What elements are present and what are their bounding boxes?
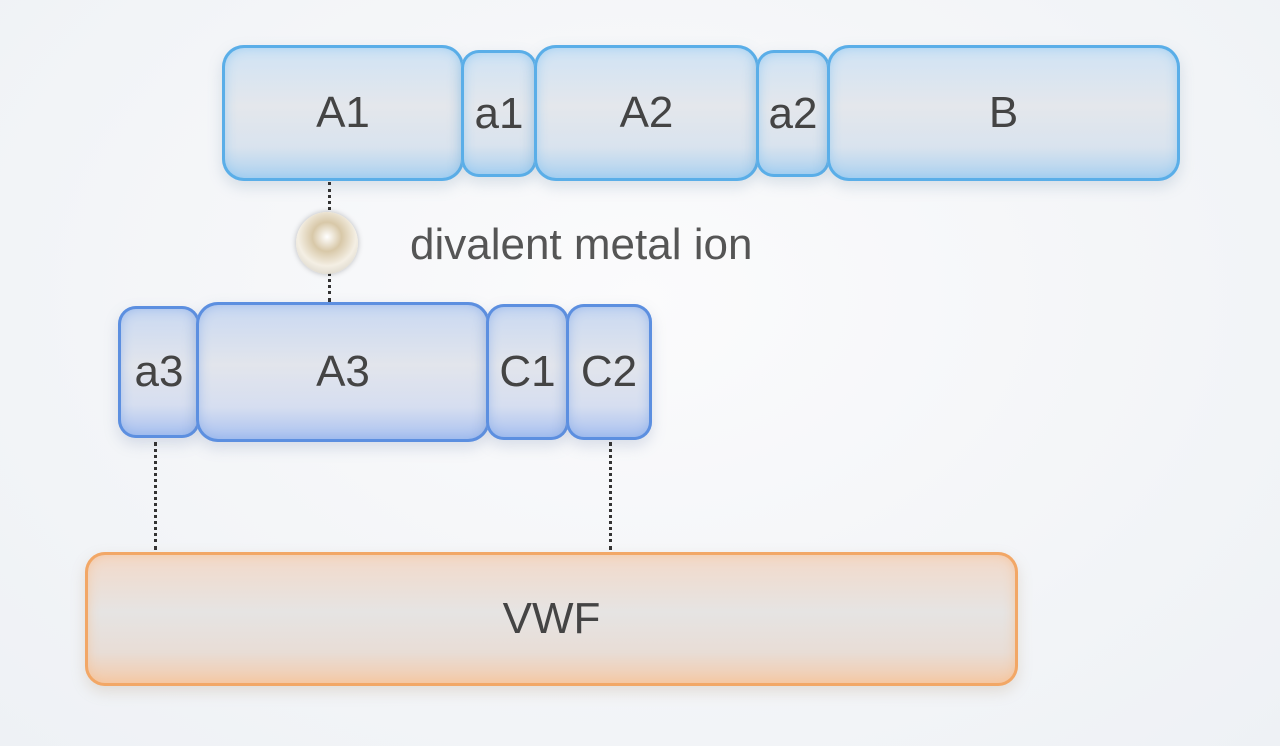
dotted-connector	[328, 182, 331, 216]
domain-C1: C1	[486, 304, 569, 440]
domain-C2: C2	[566, 304, 652, 440]
domain-a2: a2	[756, 50, 830, 177]
metal-ion-icon	[296, 212, 358, 274]
dotted-connector	[609, 442, 612, 550]
domain-B: B	[827, 45, 1180, 181]
domain-A3: A3	[196, 302, 490, 442]
domain-a3: a3	[118, 306, 200, 438]
dotted-connector	[328, 272, 331, 302]
ion-label: divalent metal ion	[410, 220, 753, 269]
domain-A2: A2	[534, 45, 759, 181]
domain-A1: A1	[222, 45, 464, 181]
dotted-connector	[154, 442, 157, 550]
domain-a1: a1	[461, 50, 537, 177]
vwf-bar: VWF	[85, 552, 1018, 686]
